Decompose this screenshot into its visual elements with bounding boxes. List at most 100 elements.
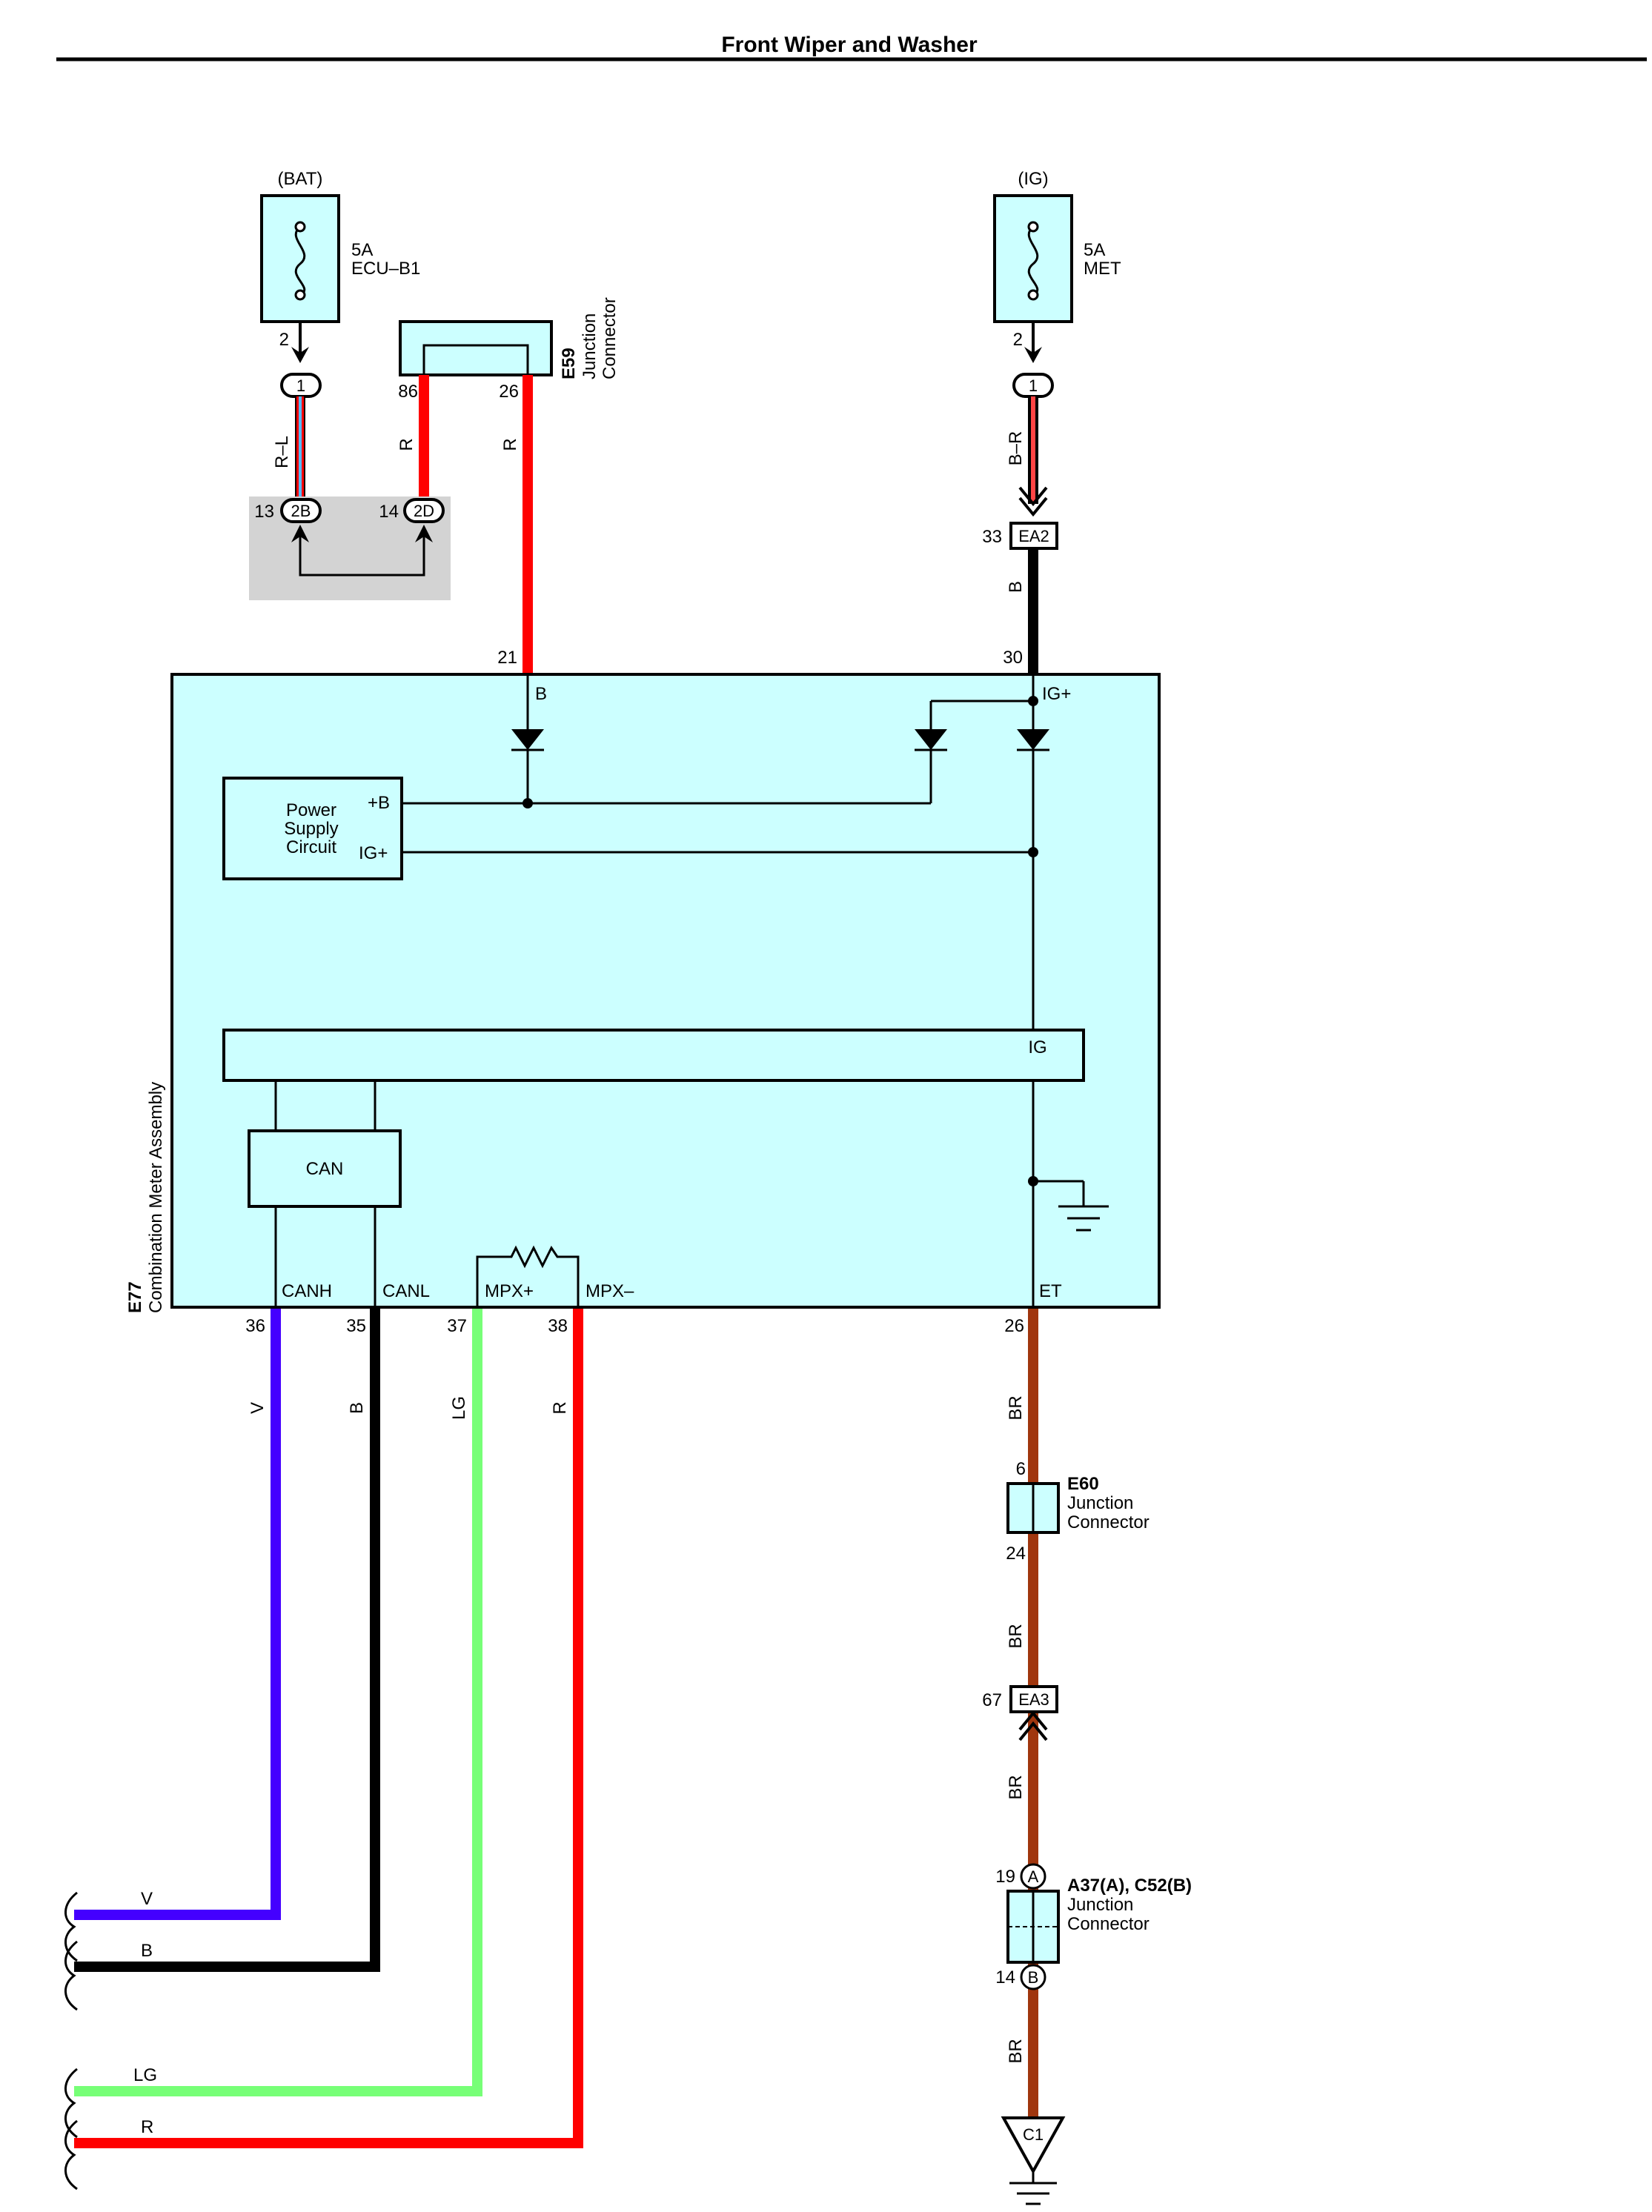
svg-text:2B: 2B — [291, 502, 311, 520]
resistor-icon — [476, 1245, 580, 1307]
svg-text:CAN: CAN — [306, 1159, 344, 1179]
svg-text:LG: LG — [449, 1396, 469, 1420]
svg-text:BR: BR — [1006, 1395, 1026, 1420]
svg-text:IG+: IG+ — [359, 843, 388, 863]
svg-text:6: 6 — [1016, 1459, 1026, 1479]
connector-2b: 2B 13 — [254, 498, 322, 523]
svg-text:36: 36 — [245, 1316, 265, 1336]
svg-text:EA2: EA2 — [1018, 527, 1049, 545]
svg-text:R: R — [141, 2117, 153, 2137]
fuse-ig-rating: 5A — [1084, 240, 1105, 260]
wire-break-icon — [64, 1891, 78, 2191]
diode-icon — [1017, 729, 1049, 750]
ground-icon — [1009, 2182, 1057, 2205]
meter-internal-wiring — [400, 674, 1085, 1306]
svg-text:BR: BR — [1006, 2039, 1026, 2063]
svg-text:IG+: IG+ — [1042, 684, 1071, 704]
connector-ea2: EA2 33 — [982, 522, 1058, 550]
svg-text:2D: 2D — [414, 502, 434, 520]
diode-icon — [511, 729, 544, 750]
svg-text:Power: Power — [286, 800, 336, 820]
connector-bat-1: 1 — [280, 373, 322, 398]
junction-dot — [1028, 696, 1038, 706]
svg-text:14: 14 — [995, 1967, 1015, 1987]
svg-text:CANH: CANH — [282, 1281, 332, 1301]
junction-connector-e60: 6 24 E60 Junction Connector — [1006, 1459, 1149, 1564]
power-supply-circuit: Power Supply Circuit +B IG+ — [222, 777, 403, 880]
svg-text:B: B — [141, 1941, 153, 1961]
fuse-icon — [294, 225, 306, 296]
combination-meter-box — [170, 673, 1161, 1309]
svg-text:21: 21 — [497, 648, 517, 668]
svg-text:1: 1 — [1029, 376, 1038, 395]
junction-connector-e59: E59 Junction Connector 86 26 — [398, 297, 620, 402]
fuse-ig-name: MET — [1084, 259, 1121, 279]
svg-text:13: 13 — [254, 502, 274, 522]
svg-text:R: R — [550, 1401, 570, 1414]
svg-text:38: 38 — [548, 1316, 568, 1336]
wire-b — [74, 1309, 380, 1972]
svg-text:86: 86 — [398, 382, 418, 402]
double-arrow-down-icon — [1018, 486, 1048, 517]
svg-text:2: 2 — [1013, 330, 1023, 350]
svg-text:BR: BR — [1006, 1775, 1026, 1799]
junction-dot — [1028, 1176, 1038, 1186]
svg-text:B: B — [1028, 1968, 1039, 1987]
wire-v — [74, 1309, 281, 1920]
svg-text:Connector: Connector — [1067, 1914, 1150, 1934]
fuse-bat-source: (BAT) — [278, 169, 323, 189]
svg-text:Junction: Junction — [580, 313, 600, 379]
arrow-down-icon — [291, 347, 309, 363]
fuse-met: (IG) 5A MET — [993, 169, 1121, 323]
svg-text:Junction: Junction — [1067, 1895, 1133, 1915]
svg-text:26: 26 — [499, 382, 519, 402]
svg-text:67: 67 — [982, 1690, 1002, 1710]
svg-text:MPX–: MPX– — [586, 1281, 634, 1301]
fuse-icon — [1027, 225, 1039, 296]
fuse-ecu-b1: (BAT) 5A ECU–B1 — [260, 169, 420, 323]
svg-text:19: 19 — [995, 1867, 1015, 1887]
ground-icon — [1058, 1205, 1109, 1232]
svg-text:37: 37 — [447, 1316, 467, 1336]
ig-bus: IG — [222, 1029, 1085, 1082]
diode-icon — [915, 729, 947, 750]
svg-text:Junction: Junction — [1067, 1493, 1133, 1513]
svg-text:B: B — [535, 684, 547, 704]
connector-2d: 2D 14 — [379, 498, 445, 523]
connector-ea3: EA3 67 — [982, 1685, 1058, 1713]
fuse-ig-source: (IG) — [1018, 169, 1048, 189]
arrow-up-icon — [291, 525, 309, 542]
connector-ig-1: 1 — [1012, 373, 1054, 398]
svg-text:C1: C1 — [1023, 2125, 1044, 2144]
svg-text:26: 26 — [1004, 1316, 1024, 1336]
svg-text:Supply: Supply — [284, 819, 338, 839]
svg-text:Connector: Connector — [600, 297, 620, 379]
double-arrow-up-icon — [1018, 1710, 1048, 1741]
meter-name: Combination Meter Assembly — [146, 1082, 166, 1313]
svg-text:B: B — [1006, 581, 1026, 593]
svg-text:R: R — [397, 438, 417, 451]
svg-text:MPX+: MPX+ — [485, 1281, 534, 1301]
svg-text:A: A — [1028, 1867, 1039, 1886]
junction-dot — [523, 798, 533, 808]
svg-text:ET: ET — [1039, 1281, 1062, 1301]
junction-connector-a37-c52: A 19 B 14 A37(A), C52(B) Junction Connec… — [995, 1863, 1192, 1990]
svg-text:24: 24 — [1006, 1544, 1026, 1564]
svg-text:LG: LG — [133, 2065, 157, 2085]
svg-text:V: V — [141, 1889, 153, 1909]
svg-text:A37(A), C52(B): A37(A), C52(B) — [1067, 1876, 1192, 1896]
fuse-bat-name: ECU–B1 — [351, 259, 420, 279]
wire-lg — [74, 1309, 482, 2096]
ground-loop — [299, 537, 425, 577]
svg-text:33: 33 — [982, 527, 1002, 547]
page-title: Front Wiper and Washer — [721, 33, 978, 57]
fuse-ig-box — [993, 194, 1073, 323]
wire-label-rl: R–L — [272, 436, 292, 468]
fuse-bat-rating: 5A — [351, 240, 373, 260]
svg-text:1: 1 — [296, 376, 305, 395]
svg-text:Connector: Connector — [1067, 1512, 1150, 1532]
svg-text:R: R — [500, 438, 520, 451]
svg-text:V: V — [248, 1402, 268, 1414]
svg-text:30: 30 — [1003, 648, 1023, 668]
